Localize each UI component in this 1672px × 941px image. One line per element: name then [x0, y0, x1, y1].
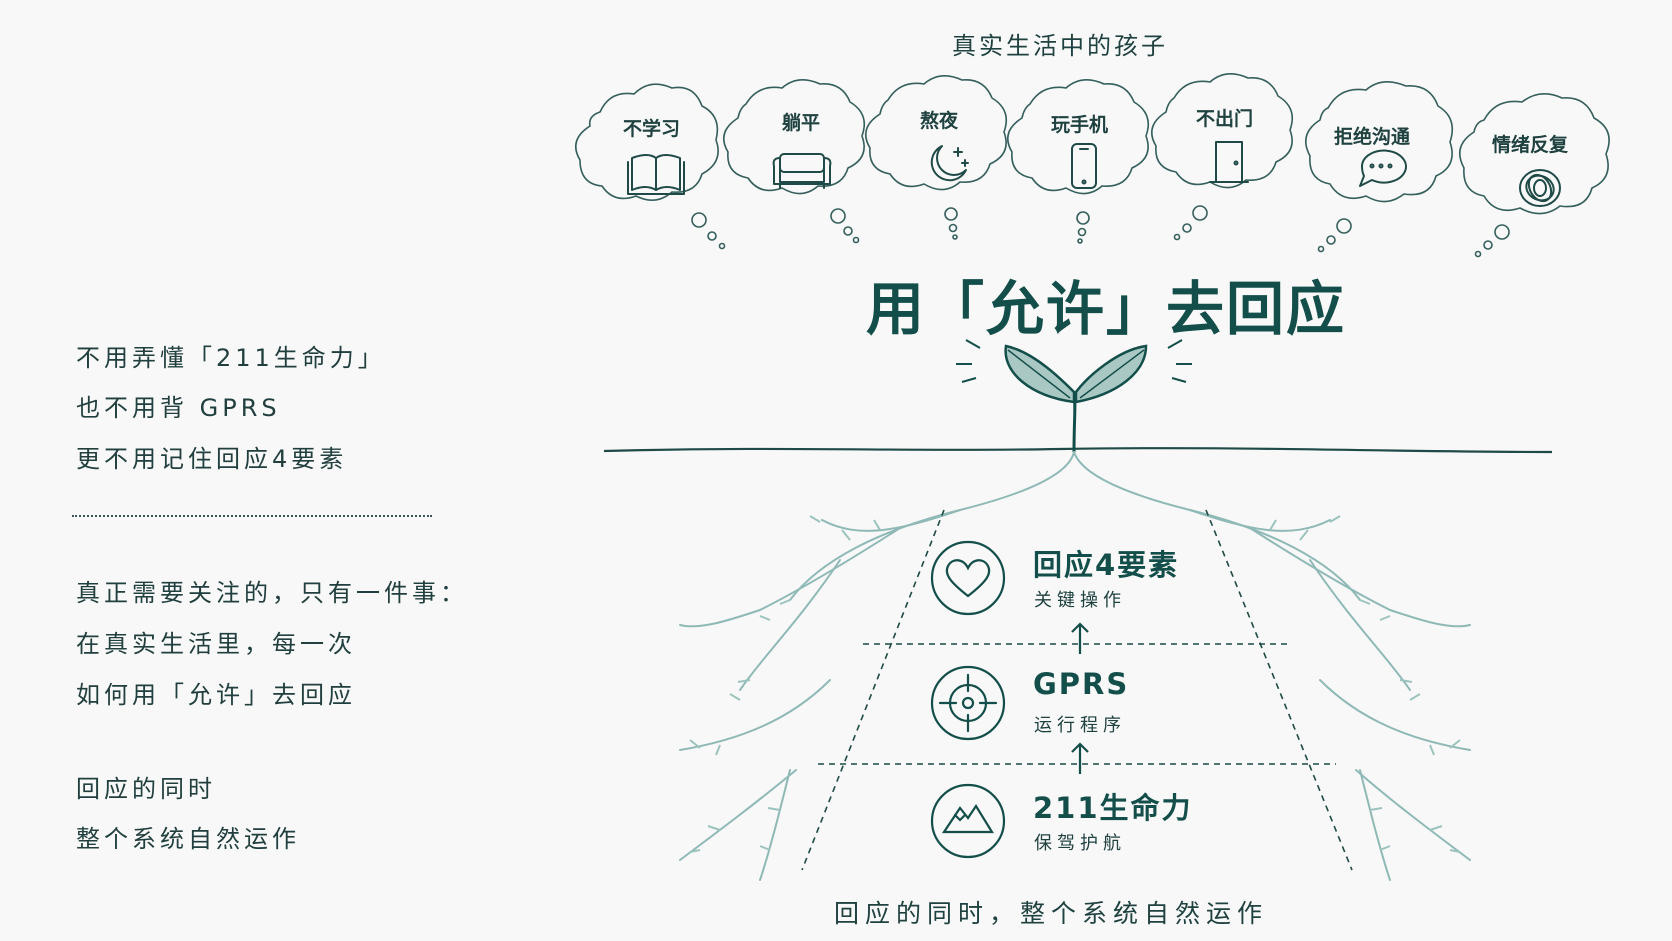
ground-line [603, 447, 1553, 454]
layer-subtitle-2: 运行程序 [1034, 715, 1126, 736]
bubble-3 [864, 75, 1008, 240]
layer-title-1: 回应4要素 [1033, 548, 1180, 582]
left-line-1: 不用弄懂「211生命力」 [76, 344, 386, 372]
roots [679, 451, 1471, 881]
bubble-7 [1458, 93, 1610, 258]
door-icon [1209, 141, 1249, 183]
top-title: 真实生活中的孩子 [952, 32, 1168, 60]
bubble-6 [1304, 81, 1454, 253]
bubble-label-4: 玩手机 [1051, 114, 1109, 136]
bubble-1 [574, 83, 726, 250]
left-line-2: 也不用背 GPRS [76, 394, 281, 422]
bubble-label-1: 不学习 [623, 118, 681, 140]
mountain-icon [930, 783, 1006, 859]
left-line-6: 如何用「允许」去回应 [76, 681, 356, 709]
bubble-label-6: 拒绝沟通 [1334, 126, 1411, 148]
bubble-2 [722, 79, 866, 244]
layer-title-2: GPRS [1033, 667, 1130, 701]
phone-icon [1071, 143, 1097, 189]
bubble-4 [1006, 79, 1150, 244]
bubble-label-7: 情绪反复 [1492, 134, 1569, 156]
layer-title-3: 211生命力 [1033, 791, 1193, 825]
bubble-label-3: 熬夜 [920, 110, 959, 132]
moon-icon [930, 145, 969, 182]
dotted-divider [72, 515, 432, 517]
bottom-caption: 回应的同时，整个系统自然运作 [834, 899, 1269, 928]
thought-bubbles [574, 73, 1610, 258]
layer-subtitle-3: 保驾护航 [1034, 833, 1126, 854]
headline: 用「允许」去回应 [866, 275, 1347, 343]
chat-icon [1359, 149, 1407, 187]
bubble-label-5: 不出门 [1196, 108, 1254, 130]
left-line-8: 整个系统自然运作 [76, 825, 300, 853]
left-line-4: 真正需要关注的，只有一件事： [76, 579, 468, 607]
heart-icon [930, 540, 1006, 616]
scribble-icon [1519, 169, 1561, 207]
layer-subtitle-1: 关键操作 [1034, 590, 1126, 611]
left-line-3: 更不用记住回应4要素 [76, 445, 348, 473]
target-icon [930, 665, 1006, 741]
book-icon [627, 154, 685, 195]
up-arrows [1071, 622, 1089, 774]
bubble-5 [1150, 73, 1294, 241]
bubble-label-2: 躺平 [782, 112, 821, 134]
pyramid-outline [801, 509, 1353, 871]
left-line-7: 回应的同时 [76, 775, 216, 803]
left-line-5: 在真实生活里，每一次 [76, 630, 356, 658]
sofa-icon [772, 153, 832, 189]
sprout-icon [956, 339, 1192, 453]
